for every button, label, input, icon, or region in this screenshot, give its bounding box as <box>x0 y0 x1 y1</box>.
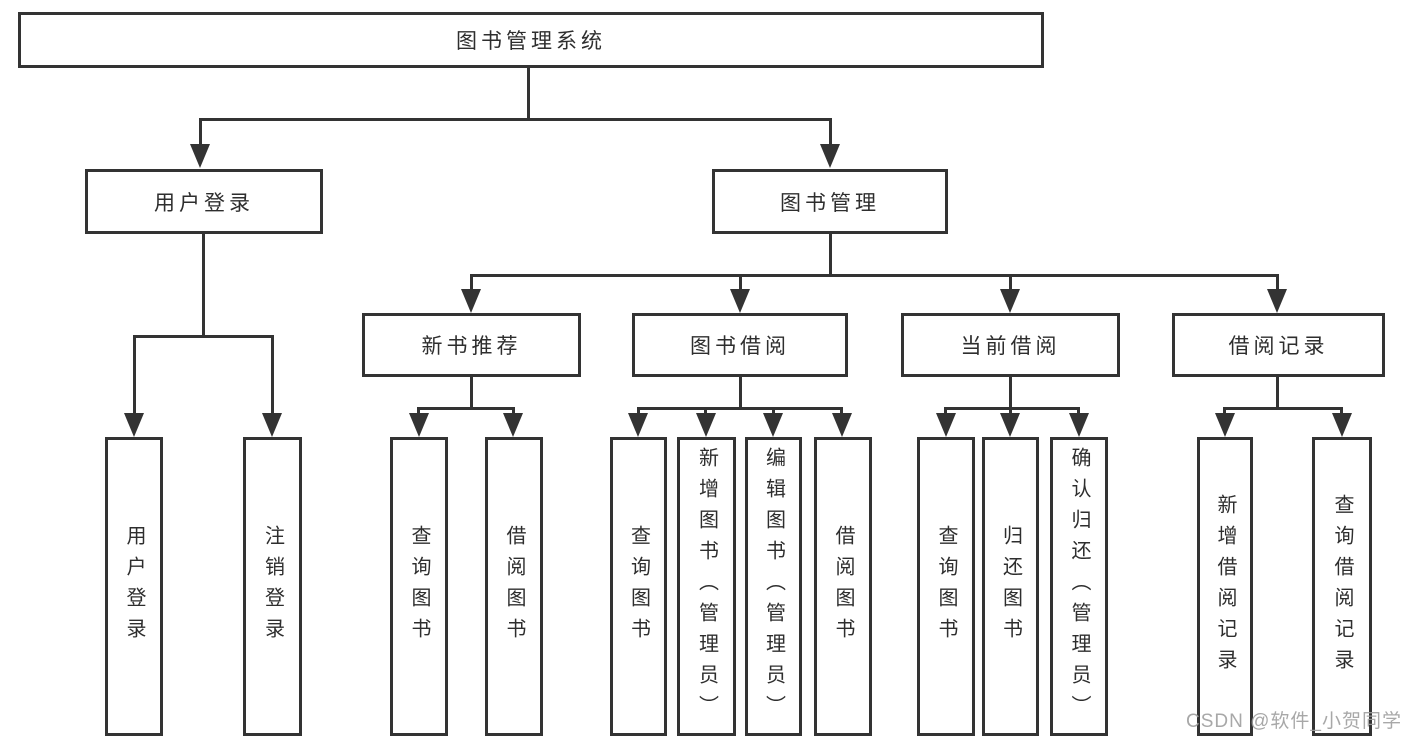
node-add-borrow-record: 新增借阅记录 <box>1197 437 1253 736</box>
connector-group-bar <box>417 407 515 410</box>
node-query-books-recommend-label: 查询图书 <box>408 524 430 649</box>
node-edit-book-admin: 编辑图书（管理员） <box>745 437 802 736</box>
connector-level1-bar <box>199 118 832 121</box>
connector-drop <box>1077 407 1080 415</box>
connector-drop <box>512 407 515 415</box>
node-user-login-label: 用户登录 <box>154 191 254 215</box>
node-book-management-label: 图书管理 <box>780 191 880 215</box>
arrow-down-icon <box>124 413 144 437</box>
node-query-books-borrowing: 查询图书 <box>610 437 667 736</box>
node-current-borrowing-label: 当前借阅 <box>960 335 1061 358</box>
node-library-system-label: 图书管理系统 <box>456 30 606 53</box>
node-user-login-leaf: 用户登录 <box>105 437 163 736</box>
node-edit-book-admin-label: 编辑图书（管理员） <box>762 447 785 726</box>
node-add-book-admin: 新增图书（管理员） <box>677 437 736 736</box>
connector-drop <box>1009 407 1012 415</box>
node-borrow-book-label: 借阅图书 <box>832 524 854 649</box>
node-add-book-admin-label: 新增图书（管理员） <box>695 447 718 726</box>
connector-group-stem <box>1276 377 1279 407</box>
connector-group-bar <box>944 407 1080 410</box>
node-return-book: 归还图书 <box>982 437 1039 736</box>
node-query-books-current-label: 查询图书 <box>935 524 957 649</box>
connector-drop <box>944 407 947 415</box>
connector-drop <box>704 407 707 415</box>
arrow-down-icon <box>820 144 840 168</box>
node-borrow-book: 借阅图书 <box>814 437 872 736</box>
node-confirm-return-admin: 确认归还（管理员） <box>1050 437 1108 736</box>
connector-user-login-stem <box>202 234 205 335</box>
arrow-down-icon <box>1000 289 1020 313</box>
node-add-borrow-record-label: 新增借阅记录 <box>1214 493 1236 680</box>
node-book-borrowing: 图书借阅 <box>632 313 848 377</box>
node-new-book-recommendation: 新书推荐 <box>362 313 581 377</box>
node-book-borrowing-label: 图书借阅 <box>690 335 790 358</box>
arrow-down-icon <box>763 413 783 437</box>
connector-drop <box>470 274 473 291</box>
arrow-down-icon <box>730 289 750 313</box>
connector-drop <box>772 407 775 415</box>
connector-drop <box>199 118 202 144</box>
arrow-down-icon <box>696 413 716 437</box>
connector-root-stem <box>527 68 530 118</box>
arrow-down-icon <box>190 144 210 168</box>
arrow-down-icon <box>461 289 481 313</box>
node-new-book-recommendation-label: 新书推荐 <box>421 335 522 358</box>
node-confirm-return-admin-label: 确认归还（管理员） <box>1068 447 1090 726</box>
connector-drop <box>1223 407 1226 415</box>
node-current-borrowing: 当前借阅 <box>901 313 1120 377</box>
node-return-book-label: 归还图书 <box>999 524 1022 649</box>
node-logout-label: 注销登录 <box>261 524 284 649</box>
arrow-down-icon <box>1215 413 1235 437</box>
node-query-borrow-record: 查询借阅记录 <box>1312 437 1372 736</box>
arrow-down-icon <box>1069 413 1089 437</box>
connector-drop <box>133 335 136 415</box>
connector-drop <box>1276 274 1279 291</box>
connector-drop <box>1340 407 1343 415</box>
connector-group-stem <box>1009 377 1012 407</box>
node-borrow-books-recommend-label: 借阅图书 <box>503 524 525 649</box>
connector-group-bar <box>637 407 843 410</box>
node-user-login-leaf-label: 用户登录 <box>123 524 145 649</box>
connector-drop <box>1009 274 1012 291</box>
node-book-management: 图书管理 <box>712 169 948 234</box>
node-user-login: 用户登录 <box>85 169 323 234</box>
arrow-down-icon <box>628 413 648 437</box>
node-logout: 注销登录 <box>243 437 302 736</box>
connector-group-stem <box>470 377 473 407</box>
watermark: CSDN @软件_小贺同学 <box>1186 711 1402 732</box>
node-query-borrow-record-label: 查询借阅记录 <box>1331 493 1353 680</box>
arrow-down-icon <box>832 413 852 437</box>
connector-group-bar <box>1223 407 1343 410</box>
node-library-system: 图书管理系统 <box>18 12 1044 68</box>
arrow-down-icon <box>936 413 956 437</box>
arrow-down-icon <box>1000 413 1020 437</box>
connector-user-login-bar <box>133 335 274 338</box>
connector-level3-bar <box>470 274 1279 277</box>
arrow-down-icon <box>1332 413 1352 437</box>
connector-book-mgmt-stem <box>829 234 832 274</box>
connector-drop <box>739 274 742 291</box>
arrow-down-icon <box>1267 289 1287 313</box>
arrow-down-icon <box>262 413 282 437</box>
connector-drop <box>271 335 274 415</box>
node-borrowing-records: 借阅记录 <box>1172 313 1385 377</box>
connector-drop <box>829 118 832 144</box>
connector-group-stem <box>739 377 742 407</box>
arrow-down-icon <box>409 413 429 437</box>
connector-drop <box>417 407 420 415</box>
node-query-books-current: 查询图书 <box>917 437 975 736</box>
node-borrowing-records-label: 借阅记录 <box>1228 335 1329 358</box>
node-query-books-recommend: 查询图书 <box>390 437 448 736</box>
connector-drop <box>840 407 843 415</box>
connector-drop <box>637 407 640 415</box>
node-borrow-books-recommend: 借阅图书 <box>485 437 543 736</box>
node-query-books-borrowing-label: 查询图书 <box>627 524 650 649</box>
arrow-down-icon <box>503 413 523 437</box>
